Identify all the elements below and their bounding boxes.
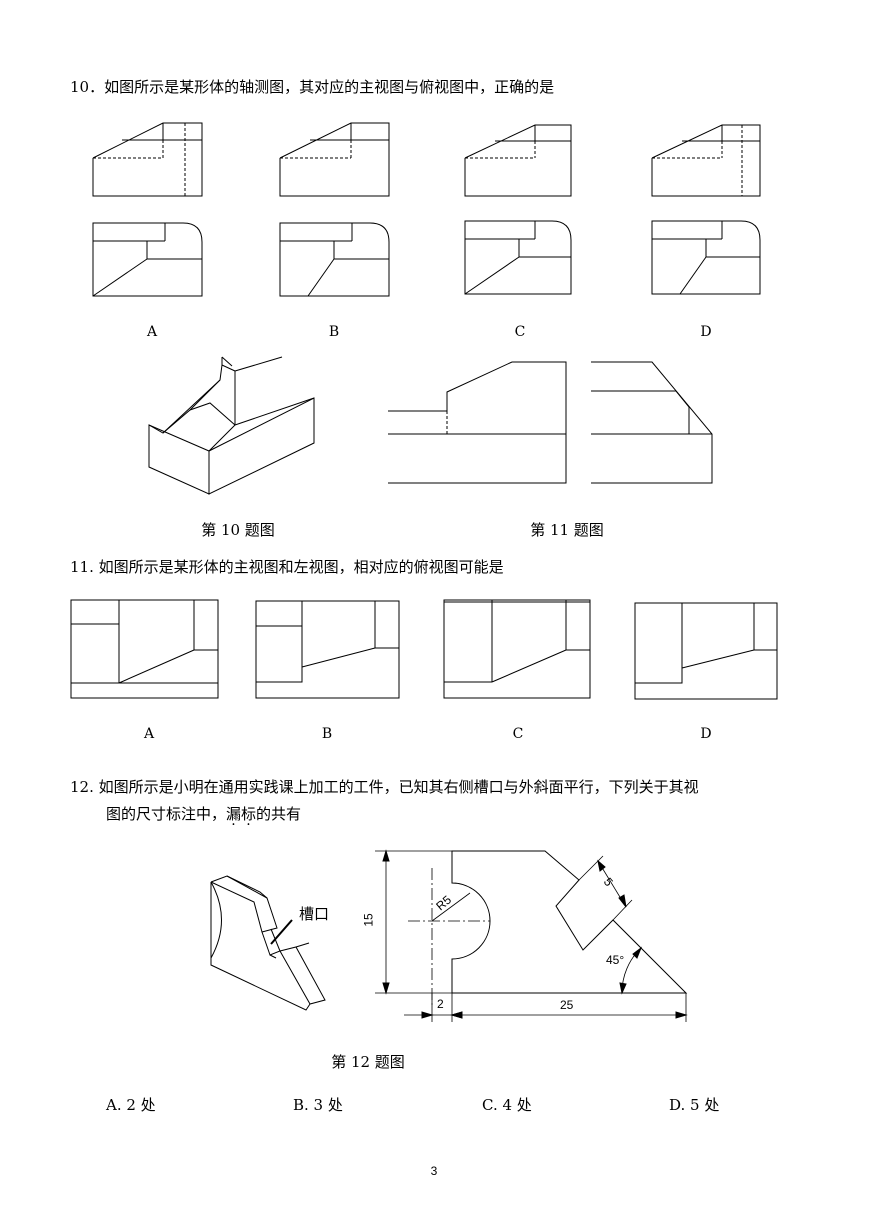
q12-stem-line2-pre: 图的尺寸标注中，	[106, 805, 227, 823]
q11-option-a-view	[70, 599, 219, 699]
q12-answer-d: D. 5 处	[669, 1096, 720, 1114]
q11-option-d-label: D	[700, 726, 712, 742]
dim-angle-45: 45°	[606, 953, 625, 967]
q10-axonometric-figure	[148, 356, 315, 495]
fig10-caption: 第 10 题图	[201, 521, 275, 539]
q12-answer-a: A. 2 处	[106, 1096, 156, 1114]
fig11-caption: 第 11 题图	[530, 521, 604, 539]
q11-option-c-view	[443, 599, 591, 699]
q11-option-d-view	[634, 602, 778, 700]
q12-stem-line2: 图的尺寸标注中，漏标的共有	[106, 803, 301, 824]
q11-stem: 11. 如图所示是某形体的主视图和左视图，相对应的俯视图可能是	[70, 558, 504, 576]
q12-answer-c: C. 4 处	[482, 1096, 532, 1114]
page-number: 3	[430, 1164, 438, 1178]
q11-option-b-view	[255, 600, 400, 699]
q10-option-a-label: A	[146, 324, 158, 340]
slot-label: 槽口	[299, 905, 330, 923]
q11-front-view	[388, 361, 567, 484]
q12-emphasis-char-1: 漏	[226, 805, 241, 823]
q10-option-b-label: B	[328, 324, 340, 340]
dim-offset-2: 2	[437, 997, 444, 1011]
q12-dimensioned-view	[375, 849, 688, 1022]
q11-option-c-label: C	[512, 726, 524, 742]
q12-stem-line2-post: 的共有	[256, 805, 302, 823]
q12-stem-line1: 12. 如图所示是小明在通用实践课上加工的工件，已知其右侧槽口与外斜面平行，下列…	[70, 778, 699, 796]
q11-left-view	[591, 361, 713, 484]
q10-option-c-views	[464, 124, 572, 295]
q10-option-b-views	[279, 122, 390, 297]
q10-option-d-views	[651, 124, 761, 295]
q10-option-c-label: C	[514, 324, 526, 340]
q10-option-a-views	[92, 122, 203, 297]
q12-emphasis-char-2: 标	[241, 805, 256, 823]
q10-option-d-label: D	[700, 324, 712, 340]
q10-stem: 10．如图所示是某形体的轴测图，其对应的主视图与俯视图中，正确的是	[70, 78, 555, 96]
q11-option-b-label: B	[321, 726, 333, 742]
dim-height-15: 15	[361, 913, 376, 927]
q11-option-a-label: A	[143, 726, 155, 742]
dim-length-25: 25	[560, 998, 574, 1012]
fig12-caption: 第 12 题图	[331, 1053, 405, 1071]
q12-workpiece-isometric	[210, 875, 326, 1011]
q12-answer-b: B. 3 处	[293, 1096, 343, 1114]
